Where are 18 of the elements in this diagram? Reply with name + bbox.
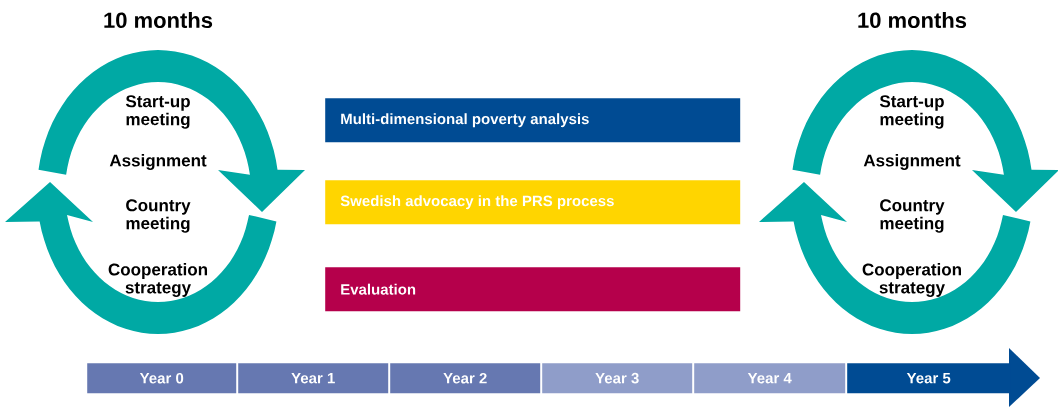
timeline-segment: Year 1 xyxy=(238,363,389,394)
timeline-segment: Year 4 xyxy=(694,363,846,394)
timeline-segment: Year 0 xyxy=(87,363,237,394)
duration-label: 10 months xyxy=(858,11,967,29)
activity-bar: Multi-dimensional poverty analysis xyxy=(325,98,741,143)
step-label: Cooperation strategy xyxy=(862,263,961,297)
node-label: Year 3 xyxy=(595,372,639,384)
duration-label: 10 months xyxy=(104,11,213,29)
activity-bar: Swedish advocacy in the PRS process xyxy=(325,180,741,225)
activity-bar: Evaluation xyxy=(325,267,741,312)
node-label: Year 0 xyxy=(139,372,184,384)
node-label: Year 2 xyxy=(443,372,487,384)
timeline-segment: Year 5 xyxy=(847,348,1040,407)
step-label: Cooperation strategy xyxy=(108,263,207,297)
node-label: Year 4 xyxy=(747,372,792,384)
timeline-segment: Year 3 xyxy=(542,363,693,394)
timeline-segment: Year 2 xyxy=(390,363,541,394)
node-label: Year 1 xyxy=(291,372,335,384)
